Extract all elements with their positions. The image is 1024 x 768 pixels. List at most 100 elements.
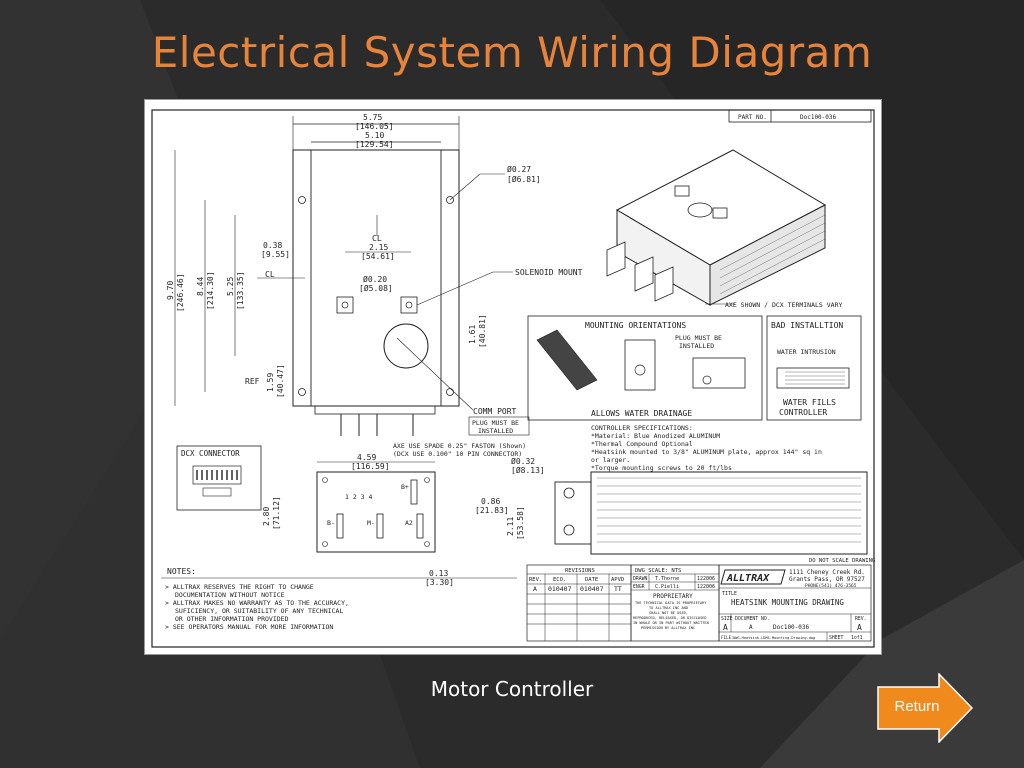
dim-9-70: 9.70 (166, 281, 175, 300)
comm-port-label: COMM PORT (473, 407, 517, 416)
ref-label: REF (245, 377, 260, 386)
dim-129-54: [129.54] (355, 140, 394, 149)
dim-214-30: [214.30] (206, 271, 215, 310)
terminal-a2: A2 (405, 519, 413, 527)
water-fills-label: WATER FILLS (783, 398, 836, 407)
sheet-value: 1of1 (851, 635, 863, 641)
dim-3-30: [3.30] (425, 578, 454, 587)
solenoid-mount-label: SOLENOID MOUNT (515, 268, 583, 277)
terminal-m-minus: M- (367, 519, 375, 527)
water-intrusion-label: WATER INTRUSION (777, 348, 836, 356)
part-no-value: Doc100-036 (800, 114, 837, 121)
axe-spade-note: AXE USE SPADE 0.25" FASTON (Shown) (393, 442, 526, 450)
file-label: FILE: (721, 635, 734, 640)
return-button-label: Return (894, 698, 940, 715)
technical-drawing: PART NO. Doc100-036 5.75 [146.05] 5.10 [… (151, 109, 875, 648)
dim-4-59: 4.59 (357, 453, 376, 462)
pin-numbers: 1 2 3 4 (345, 493, 372, 501)
installed-2: INSTALLED (679, 342, 714, 350)
terminal-b-minus: B- (327, 519, 335, 527)
rev-label: REV. (855, 616, 867, 622)
dim-53-58: [53.58] (516, 506, 525, 540)
dim-5-25: 5.25 (226, 277, 235, 296)
dim-246-46: [246.46] (176, 273, 185, 312)
alltrax-logo: ALLTRAX (726, 573, 770, 584)
dim-0-20: Ø0.20 (363, 274, 387, 284)
wiring-drawing: PART NO. Doc100-036 5.75 [146.05] 5.10 [… (144, 99, 882, 655)
address-line-3: PHONE(541) 476-3565 (805, 583, 857, 589)
date-cell: 010407 (580, 585, 604, 593)
installed-label: INSTALLED (478, 427, 513, 435)
dim-133-35: [133.35] (236, 271, 245, 310)
address-line-2: Grants Pass, OR 97527 (789, 576, 865, 583)
rev-value: A (857, 623, 862, 632)
dim-54-61: [54.61] (361, 252, 395, 261)
eco-cell: 010407 (548, 585, 572, 593)
title-label: TITLE (722, 591, 737, 597)
note-2b: SUFICIENCY, OR SUITABILITY OF ANY TECHNI… (175, 607, 343, 615)
spec-1: *Material: Blue Anodized ALUMINUM (591, 432, 720, 440)
prop-line-4: REPRODUCED, RELEASED, OR DISCLOSED (633, 616, 707, 620)
dim-2-11: 2.11 (506, 517, 515, 536)
engr-date: 122006 (697, 584, 715, 590)
note-1b: DOCUMENTATION WITHOUT NOTICE (175, 591, 285, 599)
prop-line-1: THE TECHNICAL DATA IS PROPRIETARY (635, 601, 707, 605)
part-no-label: PART NO. (738, 114, 767, 121)
prop-line-3: SHALL NOT BE USED, (649, 611, 688, 615)
axe-shown-note: AXE SHOWN / DCX TERMINALS VARY (725, 301, 842, 309)
note-2: > ALLTRAX MAKES NO WARRANTY AS TO THE AC… (165, 599, 349, 607)
drawn-date: 122006 (697, 576, 715, 582)
eco-col-header: ECO. (553, 577, 566, 583)
engr-name: C.Pielli (655, 584, 679, 590)
slide-caption: Motor Controller (430, 677, 594, 701)
dim-8-44: 8.44 (196, 277, 205, 296)
dim-116-59: [116.59] (351, 462, 390, 471)
drawn-label: DRAWN (633, 576, 648, 582)
dim-0-13: 0.13 (429, 569, 448, 578)
spec-title: CONTROLLER SPECIFICATIONS: (591, 424, 693, 432)
dim-6-81: [Ø6.81] (507, 174, 541, 184)
dwg-scale: DWG SCALE: NTS (635, 568, 681, 574)
cl-label: CL (372, 234, 382, 243)
dim-0-86: 0.86 (481, 497, 500, 506)
controller-label: CONTROLLER (779, 408, 827, 417)
size-value: A (723, 623, 728, 632)
dim-0-38: 0.38 (263, 241, 282, 250)
rev-col-header: REV. (529, 577, 542, 583)
allows-water-drainage: ALLOWS WATER DRAINAGE (591, 409, 692, 418)
spec-3b: or larger. (591, 456, 630, 464)
date-col-header: DATE (585, 577, 598, 583)
dim-21-83: [21.83] (475, 506, 509, 515)
return-button[interactable]: Return (877, 673, 973, 743)
note-2c: OR OTHER INFORMATION PROVIDED (175, 615, 289, 623)
drawing-title: HEATSINK MOUNTING DRAWING (731, 598, 844, 607)
dim-2-80: 2.80 (262, 507, 271, 526)
dim-40-81: [40.81] (478, 314, 487, 348)
spec-3: *Heatsink mounted to 3/8" ALUMINUM plate… (591, 448, 822, 456)
slide-title: Electrical System Wiring Diagram (151, 28, 873, 77)
dim-2-15: 2.15 (369, 243, 388, 252)
proprietary-label: PROPRIETARY (653, 593, 693, 600)
revisions-header: REVISIONS (565, 568, 595, 574)
dim-5-10: 5.10 (365, 131, 384, 140)
docno-a: A (749, 624, 753, 631)
dim-1-61: 1.61 (468, 325, 477, 344)
drawn-name: T.Thorne (655, 576, 679, 582)
note-3: > SEE OPERATORS MANUAL FOR MORE INFORMAT… (165, 623, 333, 631)
cl-label-2: CL (265, 270, 275, 279)
plug-must-be-2: PLUG MUST BE (675, 334, 722, 342)
rev-cell: A (533, 585, 537, 593)
arrow-right-icon (877, 673, 973, 743)
dim-8-13: [Ø8.13] (511, 465, 545, 475)
spec-4: *Torque mounting screws to 20 ft/lbs (591, 464, 732, 472)
dcx-connector-label: DCX CONNECTOR (181, 449, 240, 458)
dim-0-32: Ø0.32 (511, 456, 535, 466)
file-value: DWG-Heatsink-LDMS-Mounting-Drawing.dwg (733, 636, 815, 640)
notes-title: NOTES: (167, 567, 196, 576)
terminal-b-plus: B+ (401, 483, 409, 491)
bad-installation-label: BAD INSTALLTION (771, 321, 843, 330)
dim-9-55: [9.55] (261, 250, 290, 259)
mounting-orientations-label: MOUNTING ORIENTATIONS (585, 321, 686, 330)
dim-5-08: [Ø5.08] (359, 283, 393, 293)
do-not-scale: DO NOT SCALE DRAWING (809, 558, 875, 564)
